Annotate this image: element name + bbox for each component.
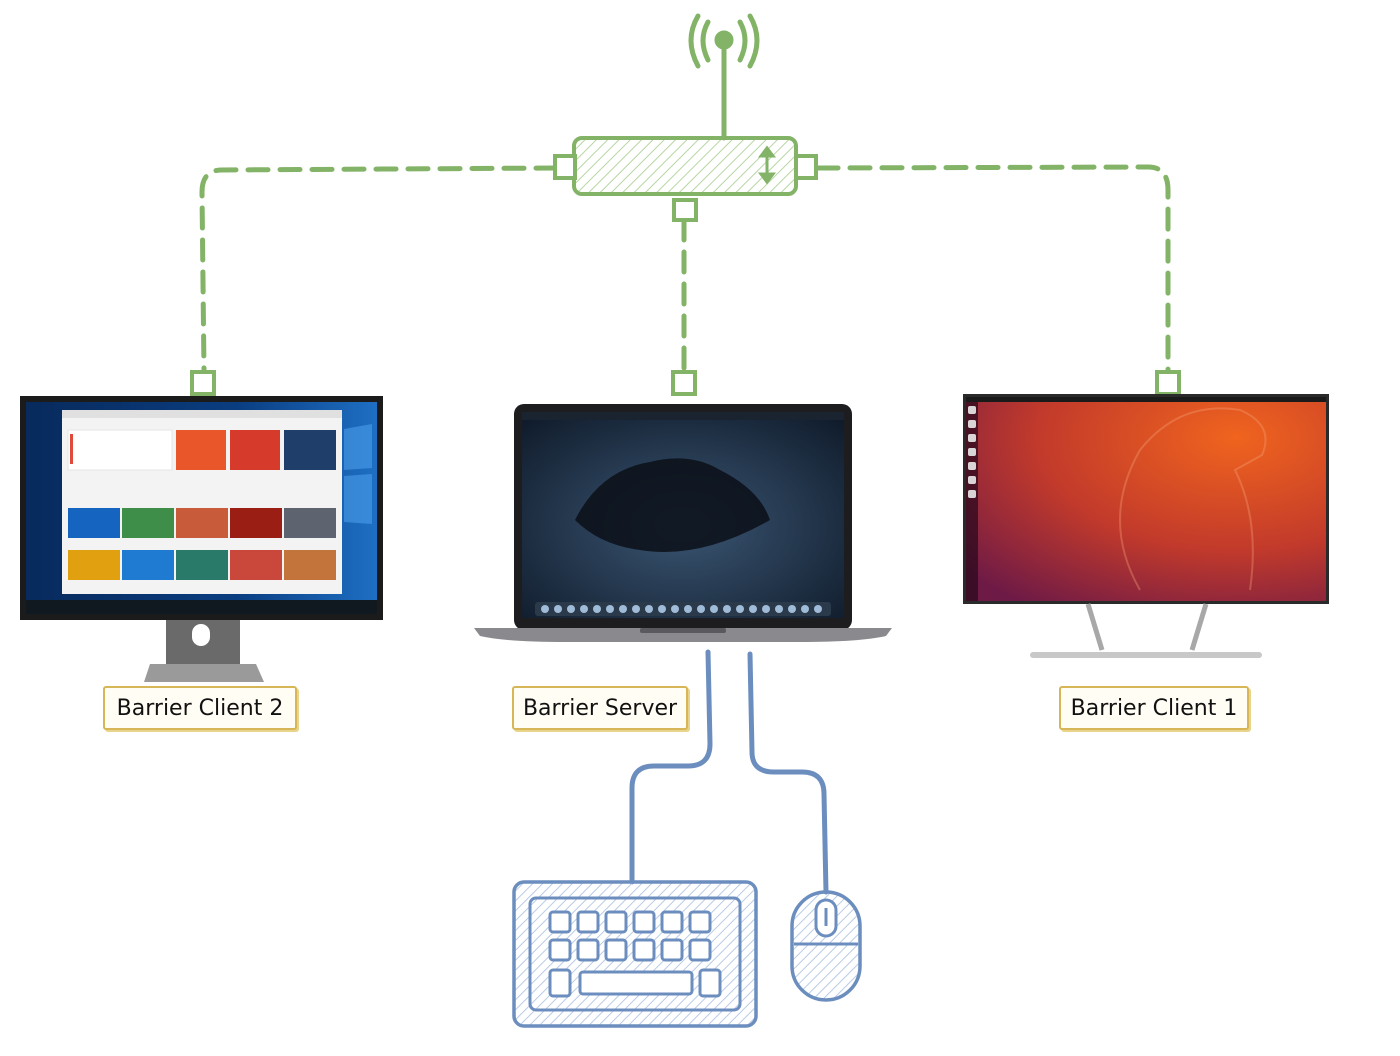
link-hub-to-client1 (815, 164, 1171, 375)
server-label: Barrier Server (512, 686, 688, 730)
port-client1 (1155, 370, 1181, 396)
client1-label-text: Barrier Client 1 (1070, 695, 1238, 721)
windows-monitor-icon (20, 396, 383, 682)
cable-server-to-keyboard (629, 649, 713, 885)
link-hub-to-client2 (199, 165, 559, 375)
ubuntu-monitor-icon (963, 394, 1329, 658)
cable-server-to-mouse (747, 651, 829, 895)
network-links (199, 164, 1171, 375)
router-icon (553, 13, 818, 222)
mouse-icon (790, 890, 862, 1002)
wifi-antenna-icon (688, 13, 760, 141)
macbook-laptop-icon (474, 404, 892, 642)
server-label-text: Barrier Server (522, 695, 678, 721)
client2-label: Barrier Client 2 (103, 686, 297, 730)
updown-arrow-icon (758, 145, 776, 185)
client1-label: Barrier Client 1 (1059, 686, 1249, 730)
client2-label-text: Barrier Client 2 (116, 695, 284, 721)
port-client2 (190, 370, 216, 396)
router-port-bottom (672, 198, 698, 222)
port-server (671, 370, 697, 396)
peripheral-cables (629, 649, 829, 895)
keyboard-icon (512, 880, 758, 1028)
network-ports (190, 370, 1181, 396)
router-port-left (553, 154, 577, 180)
router-port-right (794, 154, 818, 180)
